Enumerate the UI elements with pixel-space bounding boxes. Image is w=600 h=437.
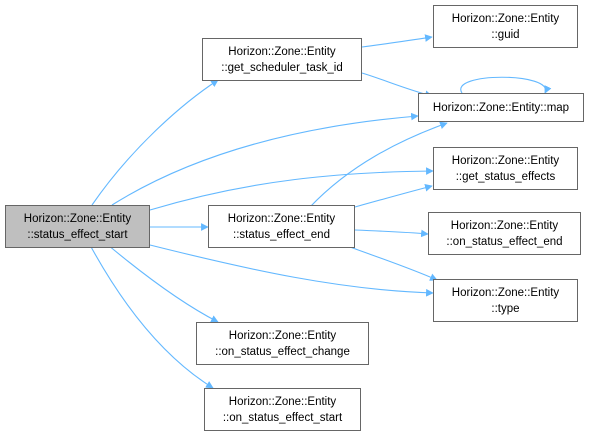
node-get-status-effects-line1: Horizon::Zone::Entity [451,154,560,167]
node-on-status-effect-start-line2: ::on_status_effect_start [222,411,343,424]
node-get-status-effects-line2: ::get_status_effects [455,170,556,183]
node-type[interactable]: Horizon::Zone::Entity ::type [433,279,578,322]
node-on-status-effect-end-line1: Horizon::Zone::Entity [450,219,559,232]
node-get-scheduler-task-id-line1: Horizon::Zone::Entity [228,45,336,58]
node-on-status-effect-end[interactable]: Horizon::Zone::Entity ::on_status_effect… [428,212,581,255]
node-on-status-effect-start[interactable]: Horizon::Zone::Entity ::on_status_effect… [204,388,361,431]
edge-start-to-get-status-effects [149,167,434,211]
node-on-status-effect-change[interactable]: Horizon::Zone::Entity ::on_status_effect… [196,322,369,365]
node-on-status-effect-start-line1: Horizon::Zone::Entity [228,395,337,408]
node-status-effect-end-line2: ::status_effect_end [233,228,330,241]
node-status-effect-start-line1: Horizon::Zone::Entity [23,212,132,225]
node-guid[interactable]: Horizon::Zone::Entity ::guid [433,5,578,48]
node-guid-line1: Horizon::Zone::Entity [451,12,560,25]
node-status-effect-end[interactable]: Horizon::Zone::Entity ::status_effect_en… [208,205,355,248]
node-status-effect-start-line2: ::status_effect_start [27,228,128,241]
edge-status-effect-end-to-type [349,246,438,281]
edge-start-to-on-status-effect-change [107,244,219,323]
edge-start-to-on-status-effect-start [89,244,214,389]
edge-status-effect-end-to-get-status-effects [354,184,433,208]
node-on-status-effect-end-line2: ::on_status_effect_end [446,235,563,248]
node-map-line1: Horizon::Zone::Entity::map [432,101,570,114]
node-map[interactable]: Horizon::Zone::Entity::map [418,93,584,122]
node-on-status-effect-change-line2: ::on_status_effect_change [215,345,350,358]
node-get-status-effects[interactable]: Horizon::Zone::Entity ::get_status_effec… [433,147,578,190]
edge-get-scheduler-task-id-to-guid [361,34,433,48]
node-status-effect-start: Horizon::Zone::Entity ::status_effect_st… [5,205,150,248]
node-on-status-effect-change-line1: Horizon::Zone::Entity [228,329,337,342]
edge-status-effect-end-to-on-status-effect-end [354,229,429,238]
edge-status-effect-end-to-map [309,121,448,208]
edge-map-self-loop [460,76,552,94]
node-type-line2: ::type [491,302,520,315]
node-get-scheduler-task-id-line2: ::get_scheduler_task_id [221,61,343,74]
node-guid-line2: ::guid [491,28,520,41]
node-status-effect-end-line1: Horizon::Zone::Entity [227,212,336,225]
edge-start-to-type [149,244,434,297]
node-get-scheduler-task-id[interactable]: Horizon::Zone::Entity ::get_scheduler_ta… [202,38,362,81]
edge-start-to-map [111,112,419,206]
edge-start-to-get-scheduler-task-id [91,79,219,206]
node-type-line1: Horizon::Zone::Entity [451,286,560,299]
